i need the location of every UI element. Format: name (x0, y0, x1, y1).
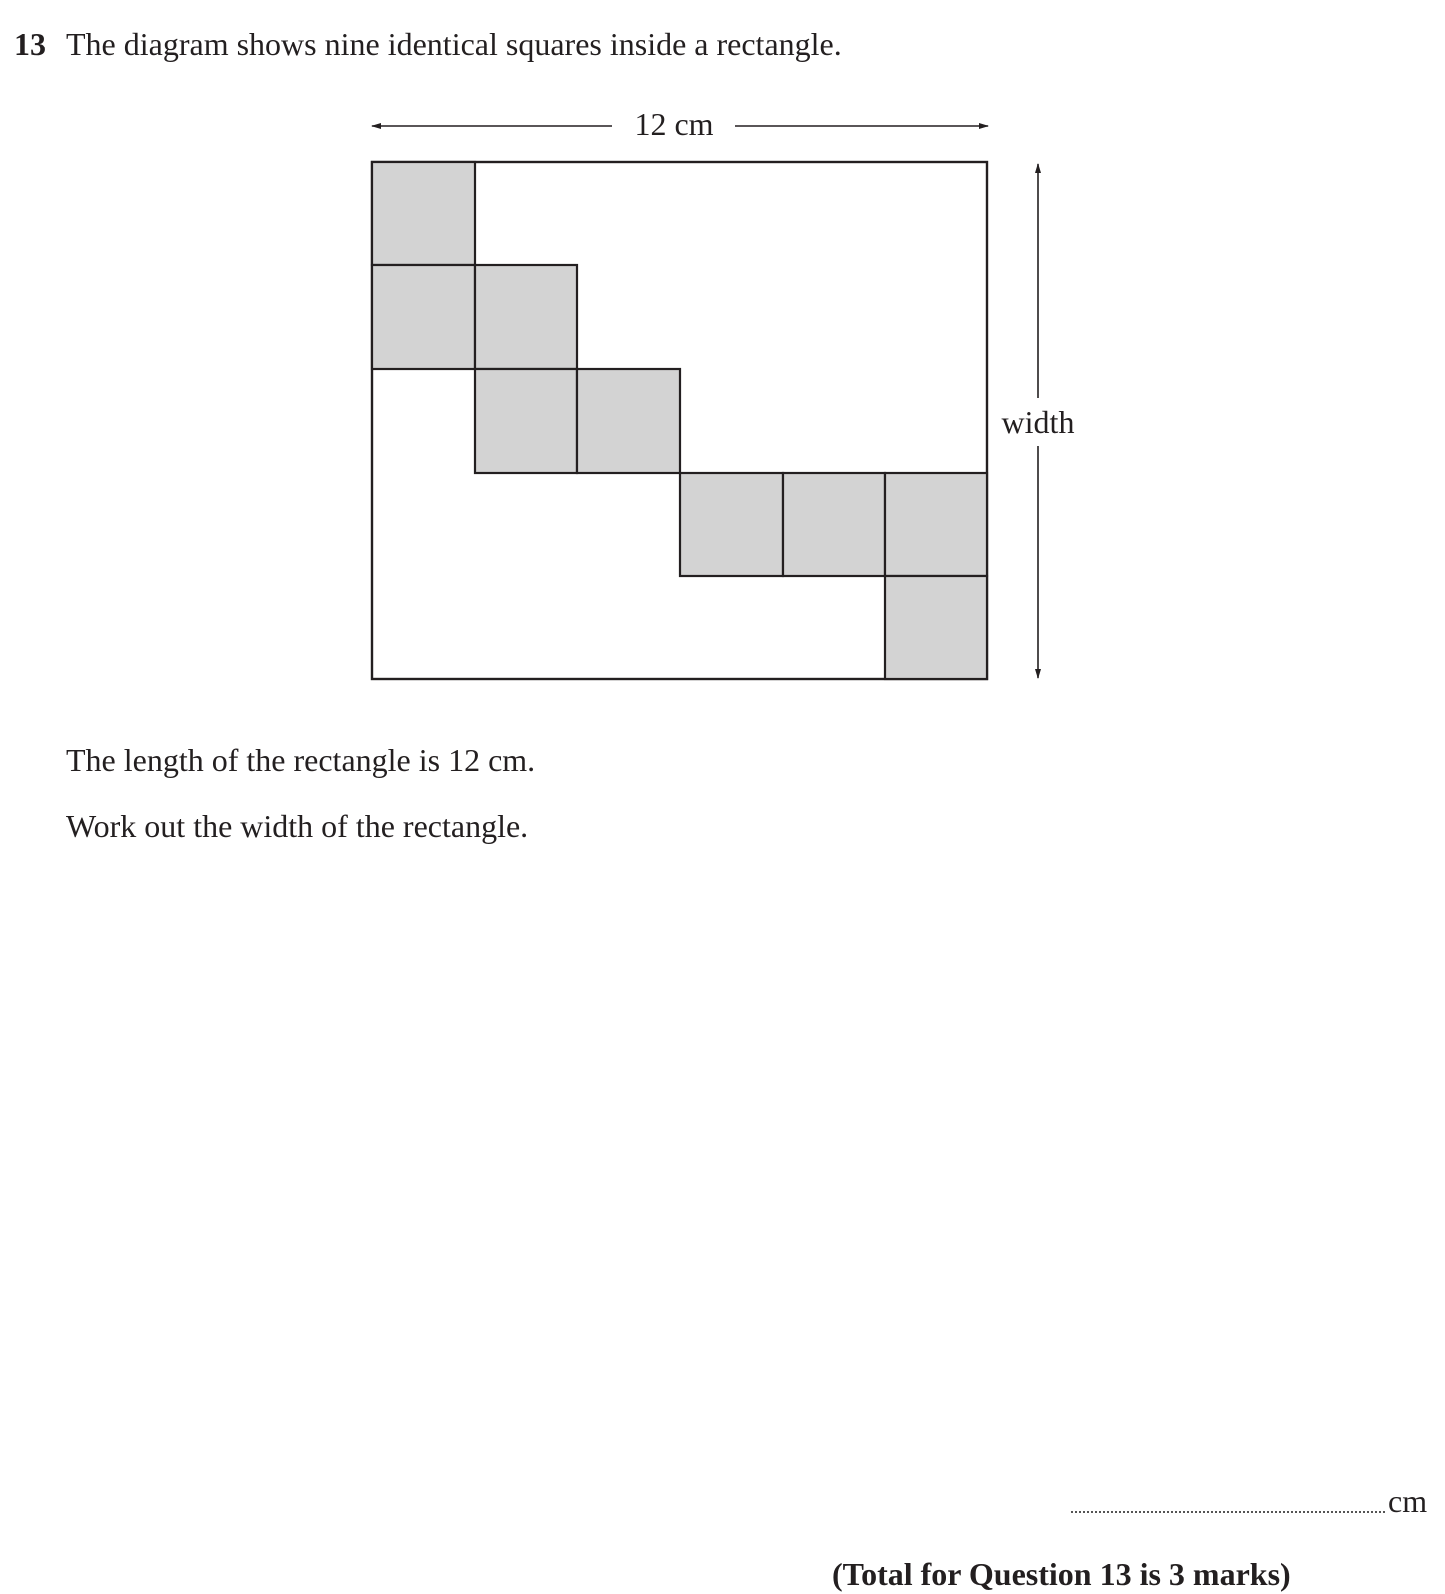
rectangle-length-statement: The length of the rectangle is 12 cm. (66, 742, 536, 778)
square-9 (883, 574, 989, 681)
question-intro: The diagram shows nine identical squares… (66, 26, 842, 62)
squares (370, 160, 989, 681)
square-4 (473, 367, 579, 475)
square-2 (370, 263, 477, 371)
square-5 (575, 367, 682, 475)
question-number: 13 (14, 26, 46, 62)
question-task: Work out the width of the rectangle. (66, 808, 529, 844)
width-label: width (1002, 404, 1075, 440)
answer-line[interactable] (1071, 1511, 1385, 1513)
square-7 (781, 471, 887, 578)
rectangle-diagram: 12 cm width (370, 106, 1075, 681)
square-1 (370, 160, 477, 267)
length-label: 12 cm (634, 106, 713, 142)
square-6 (678, 471, 785, 578)
answer-unit: cm (1388, 1483, 1428, 1519)
square-8 (883, 471, 989, 578)
total-marks: (Total for Question 13 is 3 marks) (832, 1556, 1291, 1592)
square-3 (473, 263, 579, 371)
